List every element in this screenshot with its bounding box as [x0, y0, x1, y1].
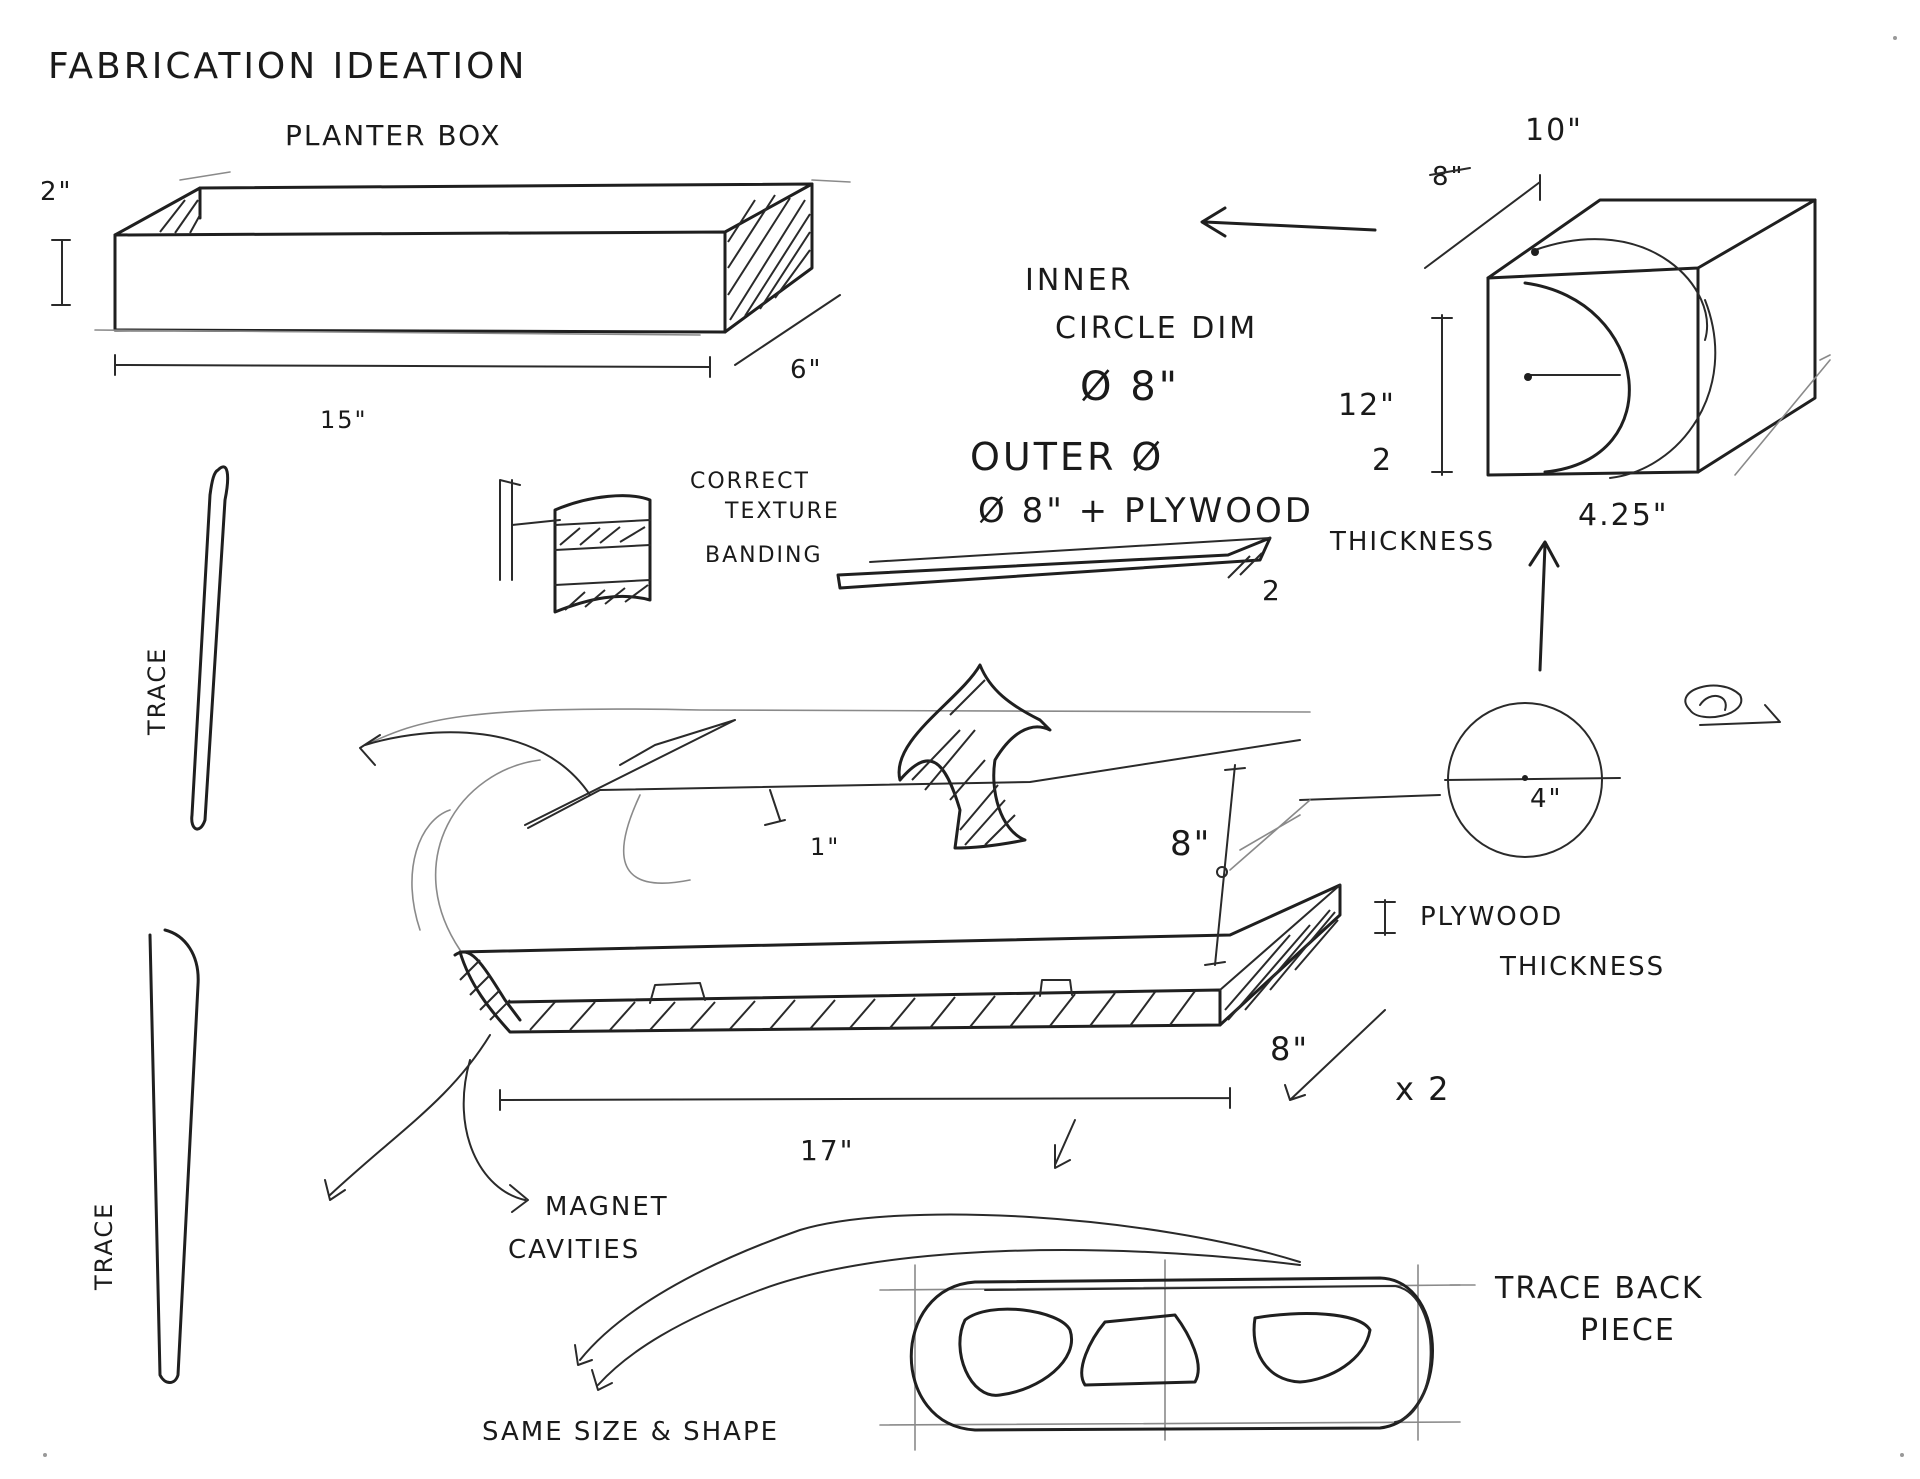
trace-back-piece-drawing: TRACE BACK PIECE SAME SIZE & SHAPE [482, 1213, 1704, 1451]
plywood-thickness-label-1: PLYWOOD [1420, 902, 1563, 932]
texture-label-2: TEXTURE [724, 499, 840, 524]
magnet-cavities-label-2: CAVITIES [508, 1235, 640, 1265]
planter-box-label: PLANTER BOX [285, 119, 502, 152]
texture-label-3: BANDING [705, 543, 823, 568]
inner-circle-label-1: INNER [1025, 263, 1134, 298]
plywood-strip-drawing: 2 [836, 536, 1282, 607]
outer-circle-thickness: THICKNESS [1329, 527, 1495, 557]
radius-circle-drawing: 4" [1299, 702, 1621, 858]
dim-planter-height: 2" [40, 177, 73, 207]
main-assembly-drawing: 1" [324, 663, 1665, 1213]
dim-planter-depth: 6" [790, 355, 823, 385]
arrow-up [1528, 540, 1560, 672]
outer-circle-label: OUTER Ø [970, 435, 1164, 479]
trace-label-lower: TRACE [90, 1202, 118, 1291]
dim-assembly-depth: 8" [1270, 1030, 1309, 1068]
dim-box-depth: 4.25" [1578, 498, 1669, 533]
quantity-label: x 2 [1395, 1070, 1450, 1108]
signature-mark [1684, 684, 1781, 726]
plywood-thickness-label-2: THICKNESS [1499, 952, 1665, 982]
dim-assembly-height: 8" [1170, 824, 1211, 864]
dim-box-width-struck: 8" [1432, 162, 1465, 192]
planter-box-drawing: PLANTER BOX 2" 15 [40, 119, 851, 434]
outer-circle-value: Ø 8" + PLYWOOD [978, 491, 1314, 531]
texture-label-1: CORRECT [690, 469, 810, 494]
trace-label-upper: TRACE [143, 647, 171, 736]
same-size-label: SAME SIZE & SHAPE [482, 1417, 779, 1447]
dim-top-thickness: 1" [810, 833, 840, 861]
dim-box-height: 12" [1338, 388, 1396, 423]
dim-circle-radius: 4" [1530, 784, 1563, 814]
inner-circle-value: Ø 8" [1080, 364, 1180, 410]
dim-assembly-length: 17" [800, 1134, 855, 1167]
trace-back-label-1: TRACE BACK [1494, 1271, 1704, 1306]
magnet-cavities-label-1: MAGNET [545, 1192, 669, 1222]
arrow-left [1200, 206, 1377, 238]
dim-planter-length: 15" [320, 406, 368, 434]
inner-circle-label-2: CIRCLE DIM [1055, 311, 1258, 346]
trace-templates: TRACE TRACE [90, 465, 230, 1384]
trace-back-label-2: PIECE [1580, 1313, 1676, 1348]
dim-box-width: 10" [1525, 113, 1583, 148]
texture-banding-drawing: CORRECT TEXTURE BANDING [499, 469, 840, 614]
circle-dimension-notes: INNER CIRCLE DIM Ø 8" OUTER Ø Ø 8" + PLY… [970, 263, 1495, 557]
dim-box-side: 2 [1372, 443, 1393, 478]
curved-box-drawing: 10" 8" 12" 2 4.25" [1338, 113, 1831, 533]
sketch-title: FABRICATION IDEATION [48, 46, 527, 87]
dim-strip-thickness: 2 [1262, 574, 1282, 607]
